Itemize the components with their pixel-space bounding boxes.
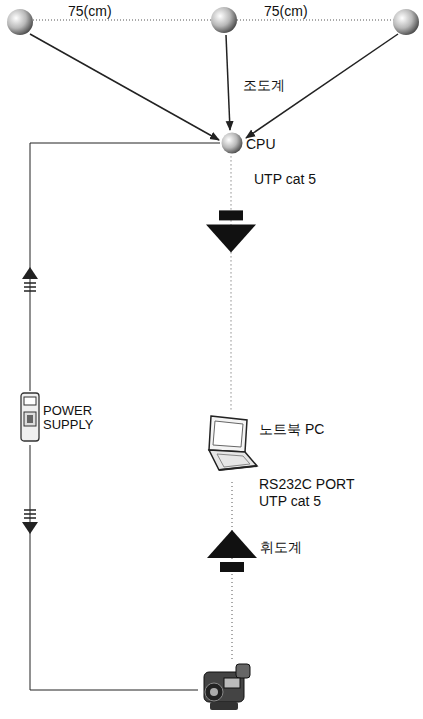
text-label: 75(cm) [262,4,310,19]
power-wire [30,445,198,690]
camcorder-icon [204,664,250,710]
connector [206,156,256,410]
up-arrow-large [207,530,257,572]
connector [22,143,220,391]
laptop-node: 노트북 PC [197,412,326,474]
text-label: UTP cat 5 [257,494,323,509]
node-icon [19,392,41,442]
sensor-sphere [393,9,419,35]
sensor-arrow [30,34,219,140]
text-label: 75(cm) [66,4,114,19]
node-icon [197,412,259,474]
node-label: 노트북 PC [259,422,324,437]
node-label: POWER SUPPLY [43,404,101,433]
sensor-sphere [7,9,33,35]
text-label: 조도계 [241,78,287,93]
text-label: RS232C PORT [257,477,356,492]
node-icon [221,132,243,154]
down-arrow-small [22,510,38,534]
text-label: 휘도계 [258,540,304,555]
sensor-sphere [211,7,237,33]
edge-label: UTP cat 5 [252,172,318,187]
node-label: CPU [246,137,276,152]
cpu-node: CPU [221,132,278,154]
sensor-arrow [226,35,230,130]
power-supply-node: POWER SUPPLY [19,392,103,442]
